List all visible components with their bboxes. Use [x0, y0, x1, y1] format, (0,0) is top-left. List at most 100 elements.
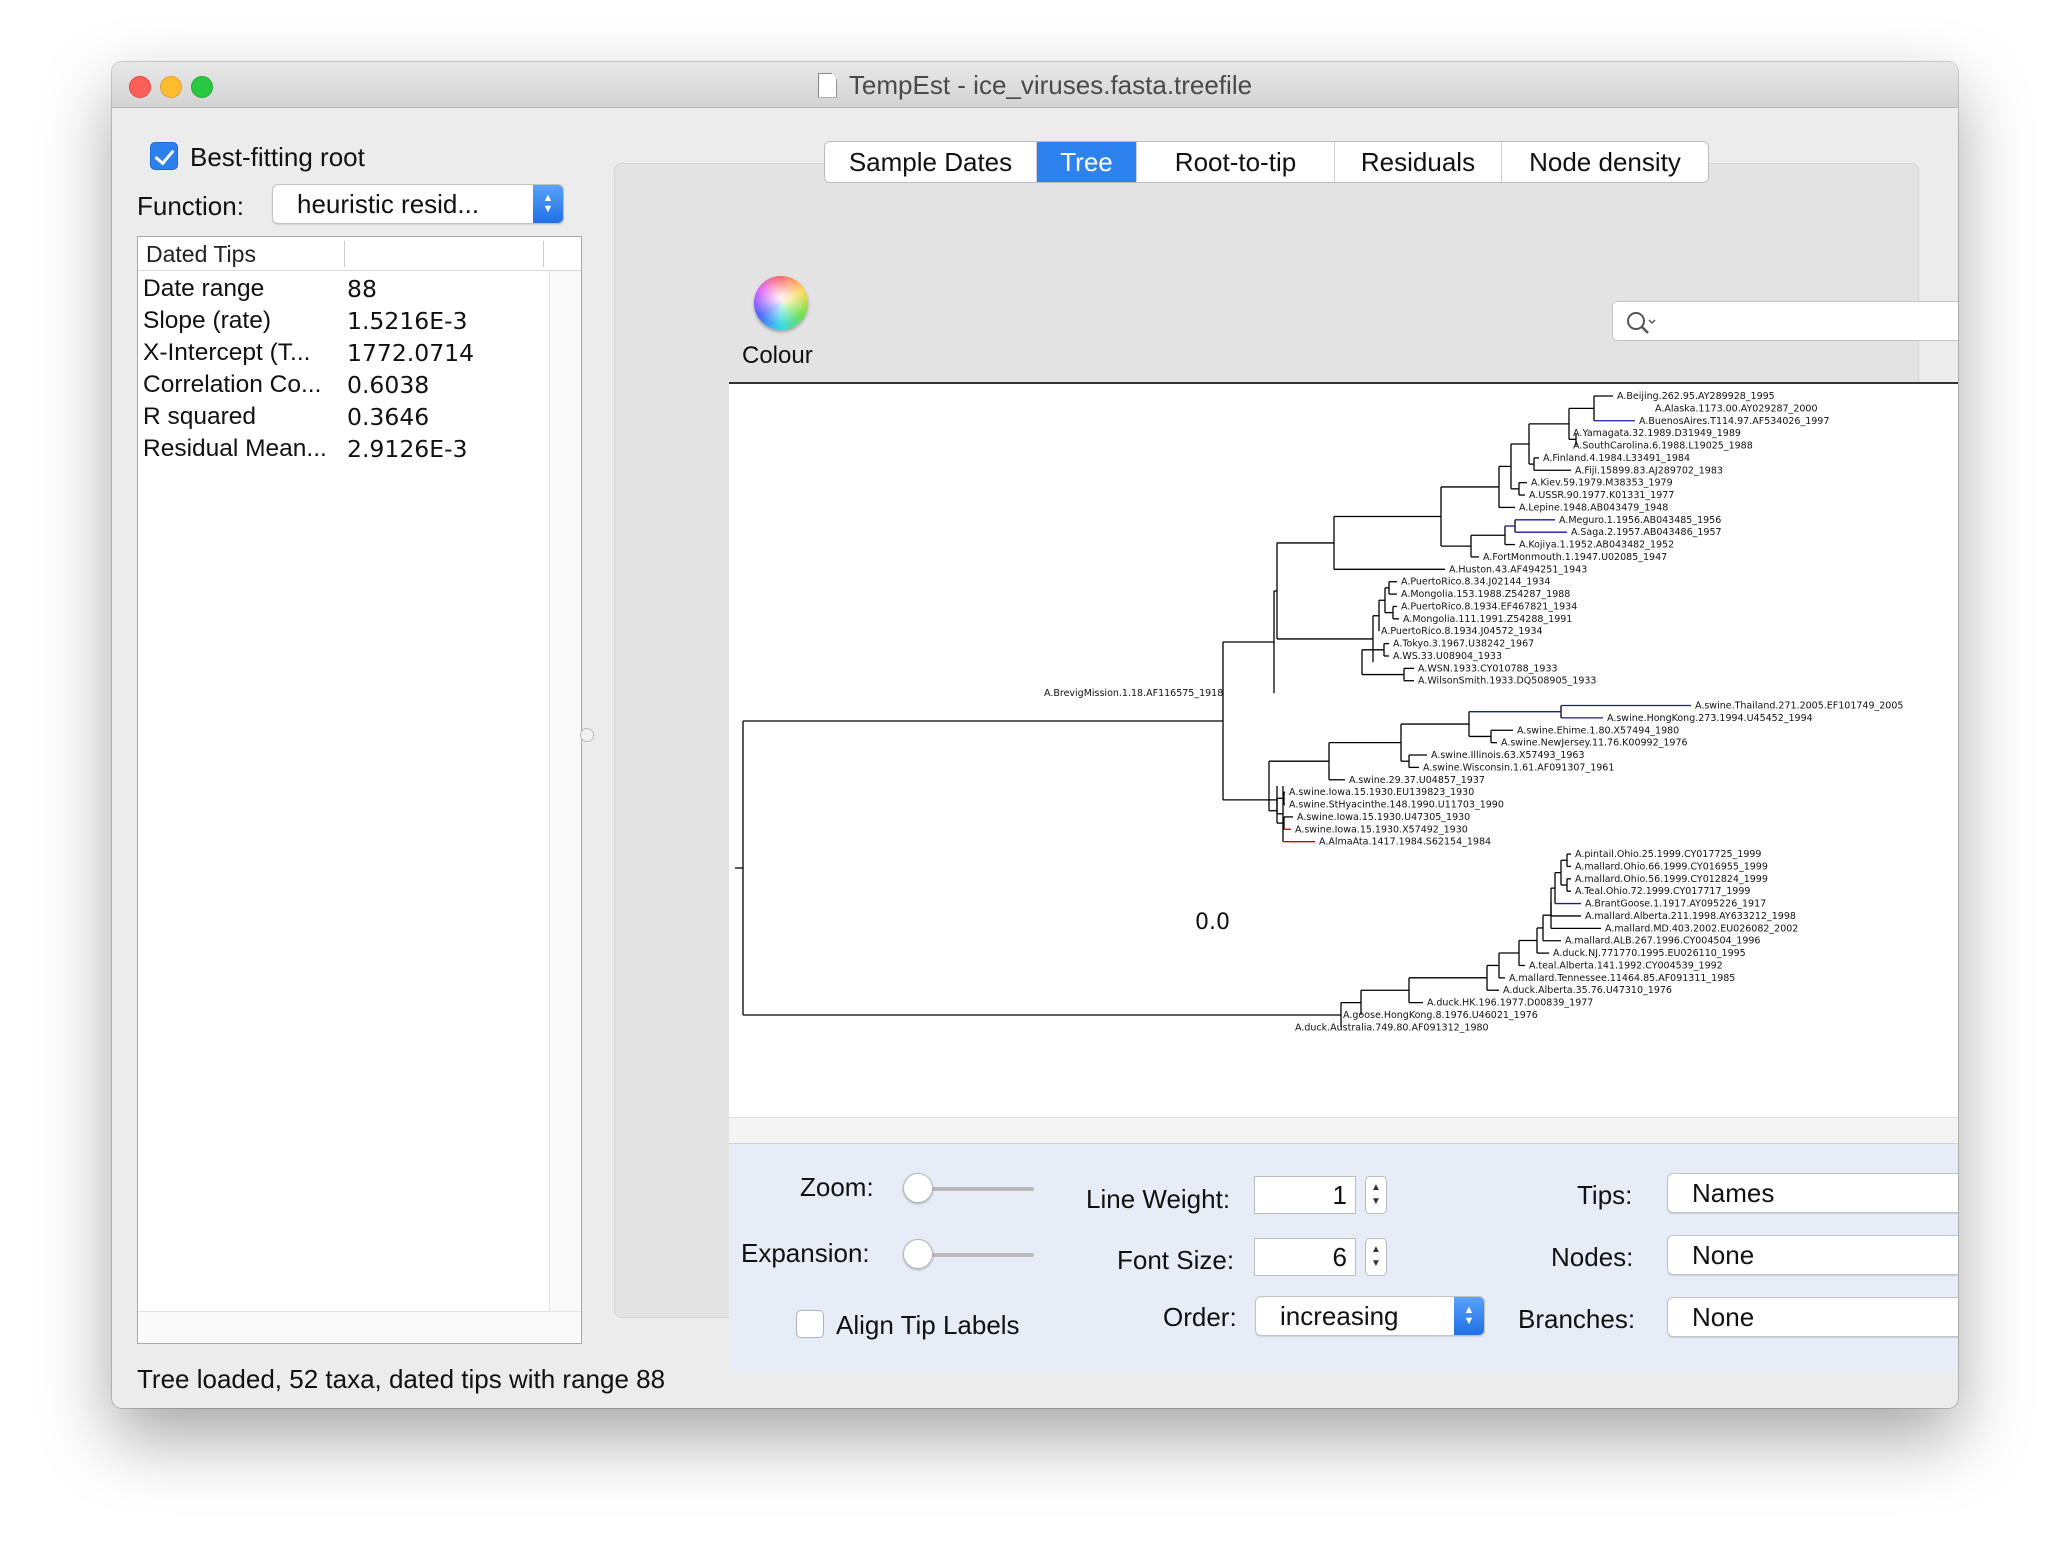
document-icon — [817, 72, 837, 98]
best-fitting-root-checkbox[interactable] — [150, 142, 178, 170]
search-input[interactable] — [1612, 301, 1958, 341]
font-size-input[interactable]: 6 — [1254, 1238, 1356, 1276]
nodes-select[interactable]: None ▲▼ — [1667, 1235, 1958, 1275]
font-size-label: Font Size: — [1117, 1245, 1235, 1275]
tip-label[interactable]: A.swine.Wisconsin.1.61.AF091307_1961 — [1423, 762, 1614, 773]
tip-label[interactable]: A.mallard.ALB.267.1996.CY004504_1996 — [1565, 936, 1760, 947]
tip-label[interactable]: A.swine.NewJersey.11.76.K00992_1976 — [1501, 738, 1688, 749]
tip-label[interactable]: A.mallard.MD.403.2002.EU026082_2002 — [1605, 923, 1798, 934]
tip-label[interactable]: A.Huston.43.AF494251_1943 — [1449, 564, 1587, 575]
stat-key: Slope (rate) — [143, 307, 272, 334]
stats-vertical-scrollbar[interactable] — [549, 271, 581, 1311]
zoom-slider-track[interactable] — [904, 1187, 1034, 1191]
tip-label[interactable]: A.duck.Alberta.35.76.U47310_1976 — [1503, 985, 1672, 996]
tip-label[interactable]: A.swine.Ehime.1.80.X57494_1980 — [1517, 725, 1679, 736]
tip-label[interactable]: A.Fiji.15899.83.AJ289702_1983 — [1575, 465, 1723, 476]
tip-label[interactable]: A.Kojiya.1.1952.AB043482_1952 — [1519, 540, 1674, 551]
tips-value: Names — [1692, 1177, 1775, 1208]
branches-label: Branches: — [1518, 1304, 1636, 1334]
stat-value: 88 — [347, 275, 377, 303]
expansion-slider-knob[interactable] — [903, 1239, 933, 1269]
function-value: heuristic resid... — [297, 188, 480, 219]
tip-label[interactable]: A.Alaska.1173.00.AY029287_2000 — [1655, 403, 1818, 414]
tip-label[interactable]: A.swine.Thailand.271.2005.EF101749_2005 — [1695, 701, 1903, 712]
tip-label[interactable]: A.swine.29.37.U04857_1937 — [1349, 775, 1485, 786]
zoom-window-button[interactable] — [191, 76, 213, 98]
line-weight-stepper[interactable]: ▲▼ — [1365, 1176, 1387, 1214]
tip-label[interactable]: A.duck.Australia.749.80.AF091312_1980 — [1295, 1022, 1489, 1033]
stats-header-label: Dated Tips — [146, 241, 256, 267]
font-size-stepper[interactable]: ▲▼ — [1365, 1238, 1387, 1276]
tips-select[interactable]: Names ▲▼ — [1667, 1173, 1958, 1213]
split-pane-handle[interactable] — [580, 728, 594, 742]
align-tip-labels-checkbox[interactable] — [796, 1310, 824, 1338]
minimize-window-button[interactable] — [160, 76, 182, 98]
tip-label[interactable]: A.Finland.4.1984.L33491_1984 — [1543, 453, 1690, 464]
tip-label[interactable]: A.PuertoRico.8.34.J02144_1934 — [1401, 577, 1550, 588]
tip-label[interactable]: A.WSN.1933.CY010788_1933 — [1418, 663, 1558, 674]
zoom-slider-knob[interactable] — [903, 1173, 933, 1203]
tip-label[interactable]: A.Meguro.1.1956.AB043485_1956 — [1559, 515, 1721, 526]
tip-label[interactable]: A.swine.Iowa.15.1930.X57492_1930 — [1295, 824, 1468, 835]
tip-label[interactable]: A.USSR.90.1977.K01331_1977 — [1529, 490, 1674, 501]
tip-label[interactable]: A.BrevigMission.1.18.AF116575_1918 — [1044, 688, 1223, 699]
tip-label[interactable]: A.mallard.Ohio.66.1999.CY016955_1999 — [1575, 861, 1768, 872]
tab-residuals[interactable]: Residuals — [1335, 142, 1502, 182]
tree-controls-panel: Zoom: Expansion: Align Tip Labels Line W… — [729, 1143, 1958, 1373]
stats-horizontal-scrollbar[interactable] — [138, 1311, 581, 1343]
tip-label[interactable]: A.swine.StHyacinthe.148.1990.U11703_1990 — [1289, 800, 1504, 811]
tip-label[interactable]: A.BuenosAires.T114.97.AF534026_1997 — [1639, 416, 1829, 427]
tip-label[interactable]: A.Tokyo.3.1967.U38242_1967 — [1393, 639, 1534, 650]
tip-label[interactable]: A.goose.HongKong.8.1976.U46021_1976 — [1343, 1010, 1538, 1021]
tip-label[interactable]: A.pintail.Ohio.25.1999.CY017725_1999 — [1575, 849, 1761, 860]
tip-label[interactable]: A.mallard.Ohio.56.1999.CY012824_1999 — [1575, 874, 1768, 885]
tip-label[interactable]: A.swine.Iowa.15.1930.EU139823_1930 — [1289, 787, 1474, 798]
function-select[interactable]: heuristic resid... ▲▼ — [272, 184, 564, 224]
stat-value: 0.6038 — [347, 371, 430, 399]
tip-label[interactable]: A.PuertoRico.8.1934.J04572_1934 — [1381, 626, 1543, 637]
tip-label[interactable]: A.mallard.Tennessee.11464.85.AF091311_19… — [1509, 973, 1735, 984]
chevron-updown-icon: ▲▼ — [1454, 1297, 1484, 1335]
tab-sample-dates[interactable]: Sample Dates — [825, 142, 1037, 182]
tip-label[interactable]: A.swine.Illinois.63.X57493_1963 — [1431, 750, 1585, 761]
tip-label[interactable]: A.BrantGoose.1.1917.AY095226_1917 — [1585, 899, 1766, 910]
stat-value: 2.9126E-3 — [347, 435, 468, 463]
tip-label[interactable]: A.WilsonSmith.1933.DQ508905_1933 — [1418, 676, 1596, 687]
nodes-label: Nodes: — [1551, 1242, 1634, 1272]
phylogenetic-tree[interactable]: A.Beijing.262.95.AY289928_1995A.Alaska.1… — [729, 384, 1958, 1117]
tab-tree[interactable]: Tree — [1037, 142, 1137, 182]
order-select[interactable]: increasing ▲▼ — [1255, 1296, 1485, 1336]
tip-label[interactable]: A.teal.Alberta.141.1992.CY004539_1992 — [1529, 960, 1723, 971]
tab-node-density[interactable]: Node density — [1502, 142, 1708, 182]
view-tabs: Sample Dates Tree Root-to-tip Residuals … — [824, 141, 1709, 183]
tip-label[interactable]: A.swine.Iowa.15.1930.U47305_1930 — [1297, 812, 1470, 823]
expansion-slider-track[interactable] — [904, 1253, 1034, 1257]
tip-label[interactable]: A.FortMonmouth.1.1947.U02085_1947 — [1483, 552, 1667, 563]
line-weight-input[interactable]: 1 — [1254, 1176, 1356, 1214]
tip-label[interactable]: A.Beijing.262.95.AY289928_1995 — [1617, 391, 1775, 402]
tip-label[interactable]: A.WS.33.U08904_1933 — [1393, 651, 1502, 662]
branches-select[interactable]: None ▲▼ — [1667, 1297, 1958, 1337]
colour-wheel-icon[interactable] — [754, 276, 808, 330]
tip-label[interactable]: A.duck.NJ.771770.1995.EU026110_1995 — [1553, 948, 1746, 959]
tip-label[interactable]: A.SouthCarolina.6.1988.L19025_1988 — [1573, 441, 1753, 452]
tip-label[interactable]: A.Saga.2.1957.AB043486_1957 — [1571, 527, 1722, 538]
tree-horizontal-scrollbar[interactable] — [729, 1117, 1958, 1143]
tab-root-to-tip[interactable]: Root-to-tip — [1137, 142, 1335, 182]
close-window-button[interactable] — [129, 76, 151, 98]
tip-label[interactable]: A.Yamagata.32.1989.D31949_1989 — [1573, 428, 1741, 439]
tip-label[interactable]: A.Mongolia.153.1988.Z54287_1988 — [1401, 589, 1570, 600]
tip-label[interactable]: A.Teal.Ohio.72.1999.CY017717_1999 — [1575, 886, 1750, 897]
branches-value: None — [1692, 1301, 1755, 1332]
tip-label[interactable]: A.mallard.Alberta.211.1998.AY633212_1998 — [1585, 911, 1796, 922]
stat-value: 1.5216E-3 — [347, 307, 468, 335]
tip-label[interactable]: A.Kiev.59.1979.M38353_1979 — [1531, 478, 1673, 489]
tip-label[interactable]: A.AlmaAta.1417.1984.S62154_1984 — [1319, 837, 1491, 848]
tip-label[interactable]: A.swine.HongKong.273.1994.U45452_1994 — [1607, 713, 1813, 724]
tip-label[interactable]: A.Mongolia.111.1991.Z54288_1991 — [1403, 614, 1572, 625]
tip-label[interactable]: A.Lepine.1948.AB043479_1948 — [1519, 502, 1668, 513]
tip-label[interactable]: A.duck.HK.196.1977.D00839_1977 — [1427, 998, 1593, 1009]
tip-label[interactable]: A.PuertoRico.8.1934.EF467821_1934 — [1401, 601, 1577, 612]
stats-table-header: Dated Tips — [138, 237, 581, 271]
